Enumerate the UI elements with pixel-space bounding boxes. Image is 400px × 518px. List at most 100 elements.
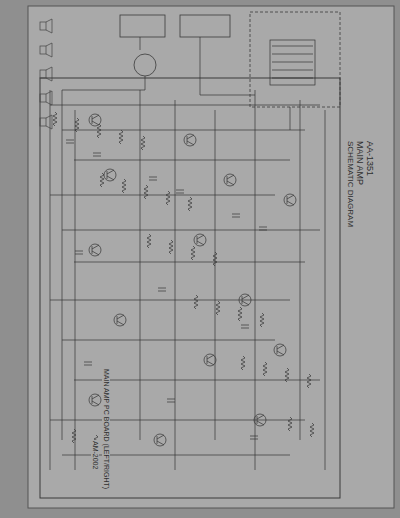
transistor-symbol — [204, 354, 216, 366]
transistor-lead — [287, 201, 294, 205]
transistor-lead — [242, 295, 249, 299]
capacitor-plate — [66, 143, 74, 144]
capacitor-plate — [241, 325, 249, 326]
transistor-lead — [197, 235, 204, 239]
transformer — [270, 40, 315, 85]
title-label: SCHEMATIC DIAGRAM — [345, 140, 354, 228]
transistor-symbol — [284, 194, 296, 206]
resistor-symbol — [141, 136, 145, 150]
title-label: MAIN AMP — [354, 140, 364, 186]
resistor-symbol — [307, 374, 311, 388]
transistor-lead — [157, 435, 164, 439]
transistor-lead — [242, 301, 249, 305]
board-label: MAIN AMP PC BOARD (LEFT/RIGHT) — [102, 368, 110, 490]
transistor-symbol — [89, 244, 101, 256]
transistor-lead — [92, 251, 99, 255]
wire — [300, 100, 301, 440]
capacitor-plate — [167, 402, 175, 403]
resistor-symbol — [122, 179, 126, 193]
transistor-lead — [117, 321, 124, 325]
capacitor-plate — [176, 190, 184, 191]
resistor-symbol — [288, 417, 292, 431]
transistor-symbol — [274, 344, 286, 356]
speaker-icons — [40, 19, 52, 129]
capacitor-plate — [93, 153, 101, 154]
wire — [255, 90, 256, 470]
capacitor-plate — [158, 288, 166, 289]
speaker-icon — [40, 70, 46, 78]
capacitor-plate — [75, 254, 83, 255]
transistor-lead — [92, 245, 99, 249]
wire — [50, 300, 290, 301]
capacitor-plate — [176, 193, 184, 194]
winding — [272, 54, 313, 55]
transistor-symbol — [224, 174, 236, 186]
capacitor-plate — [232, 217, 240, 218]
capacitor-plate — [259, 227, 267, 228]
transistor-lead — [157, 441, 164, 445]
speaker-icon — [40, 46, 46, 54]
resistor-symbol — [144, 185, 148, 199]
capacitor-plate — [93, 156, 101, 157]
capacitor-plate — [66, 140, 74, 141]
transistor-lead — [277, 351, 284, 355]
speaker-cone — [46, 115, 52, 129]
winding — [272, 78, 313, 79]
power-transformer-area — [250, 12, 340, 107]
transistor-base — [277, 346, 278, 354]
resistor-symbol — [119, 130, 123, 144]
capacitor-plate — [232, 214, 240, 215]
transistor-lead — [117, 315, 124, 319]
wire — [50, 90, 51, 470]
speaker-cone — [46, 67, 52, 81]
transistor-lead — [207, 355, 214, 359]
resistor-symbol — [166, 191, 170, 205]
sheet — [28, 6, 394, 508]
transistor-lead — [257, 415, 264, 419]
transistor-base — [197, 236, 198, 244]
wires — [50, 37, 325, 470]
capacitor-plate — [241, 328, 249, 329]
transistor-base — [92, 116, 93, 124]
transistor-symbol — [184, 134, 196, 146]
transistor-base — [92, 246, 93, 254]
wire — [215, 110, 216, 440]
resistor-symbol — [241, 356, 245, 370]
resistor-symbol — [97, 124, 101, 138]
transistor-symbol — [104, 169, 116, 181]
resistor-symbol — [191, 246, 195, 260]
capacitor-plate — [259, 230, 267, 231]
resistor-symbol — [75, 118, 79, 132]
transistor-symbol — [154, 434, 166, 446]
board-label: AM-2002 — [91, 440, 99, 470]
wire — [74, 160, 290, 161]
title-label: AA-1351 — [364, 140, 374, 177]
speaker-cone — [46, 19, 52, 33]
terminal-strip — [120, 15, 165, 37]
wire — [50, 420, 305, 421]
rotary-switch — [134, 54, 156, 76]
transistor-base — [157, 436, 158, 444]
transistor-base — [242, 296, 243, 304]
transistor-lead — [197, 241, 204, 245]
capacitor-plate — [84, 362, 92, 363]
transistor-lead — [187, 141, 194, 145]
resistor-symbol — [310, 423, 314, 437]
transistor-lead — [207, 361, 214, 365]
capacitor-plate — [75, 251, 83, 252]
transistor-lead — [257, 421, 264, 425]
transistor-symbol — [239, 294, 251, 306]
wire — [62, 130, 305, 131]
wire — [140, 37, 141, 50]
speaker-icon — [40, 22, 46, 30]
transistor-lead — [227, 175, 234, 179]
wire — [50, 195, 275, 196]
wire — [62, 76, 145, 100]
capacitor-plate — [250, 436, 258, 437]
resistor-symbol — [169, 240, 173, 254]
capacitor-plate — [84, 365, 92, 366]
capacitor-plate — [149, 180, 157, 181]
resistor-symbol — [194, 295, 198, 309]
resistor-symbol — [100, 173, 104, 187]
